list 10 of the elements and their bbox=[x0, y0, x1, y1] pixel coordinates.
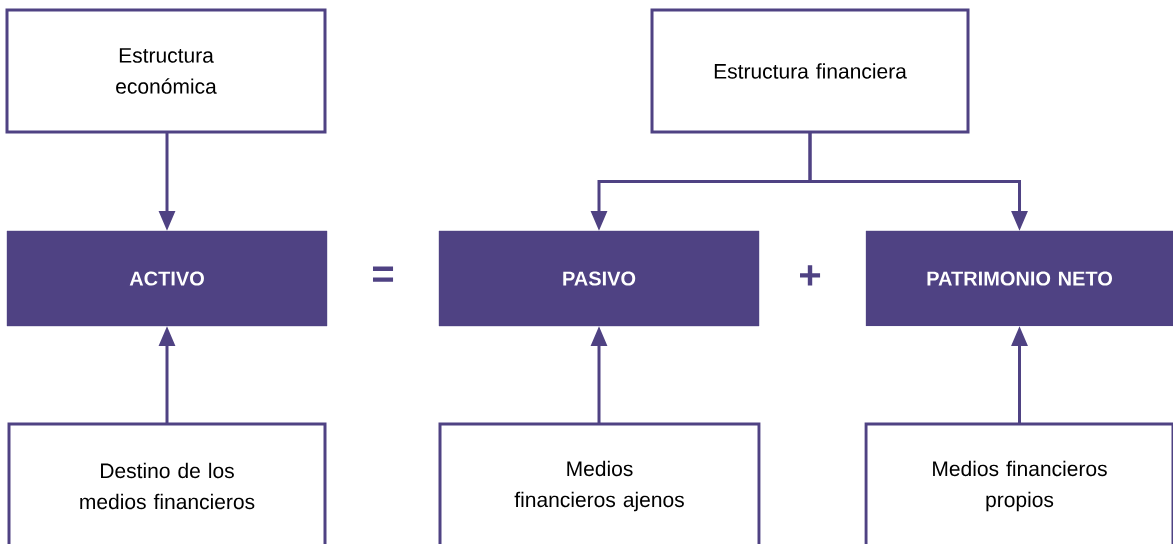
term-box: PASIVO bbox=[438, 230, 760, 327]
concept-box: Medios financieros ajenos bbox=[438, 422, 761, 544]
operator-sign: = bbox=[373, 266, 394, 282]
operator-sign: + bbox=[800, 265, 821, 286]
term-box: PATRIMONIO NETO bbox=[865, 230, 1173, 327]
concept-box: Estructura económica bbox=[5, 8, 327, 134]
concept-box: Medios financieros propios bbox=[864, 422, 1173, 544]
concept-box: Estructura financiera bbox=[650, 8, 970, 134]
concept-box: Destino de los medios financieros bbox=[7, 422, 327, 544]
term-box: ACTIVO bbox=[6, 230, 328, 327]
